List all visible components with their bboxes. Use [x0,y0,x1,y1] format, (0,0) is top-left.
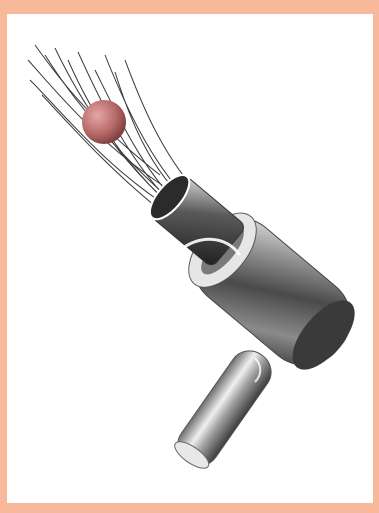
dryer-handle [170,343,279,474]
floating-ball [82,100,126,144]
